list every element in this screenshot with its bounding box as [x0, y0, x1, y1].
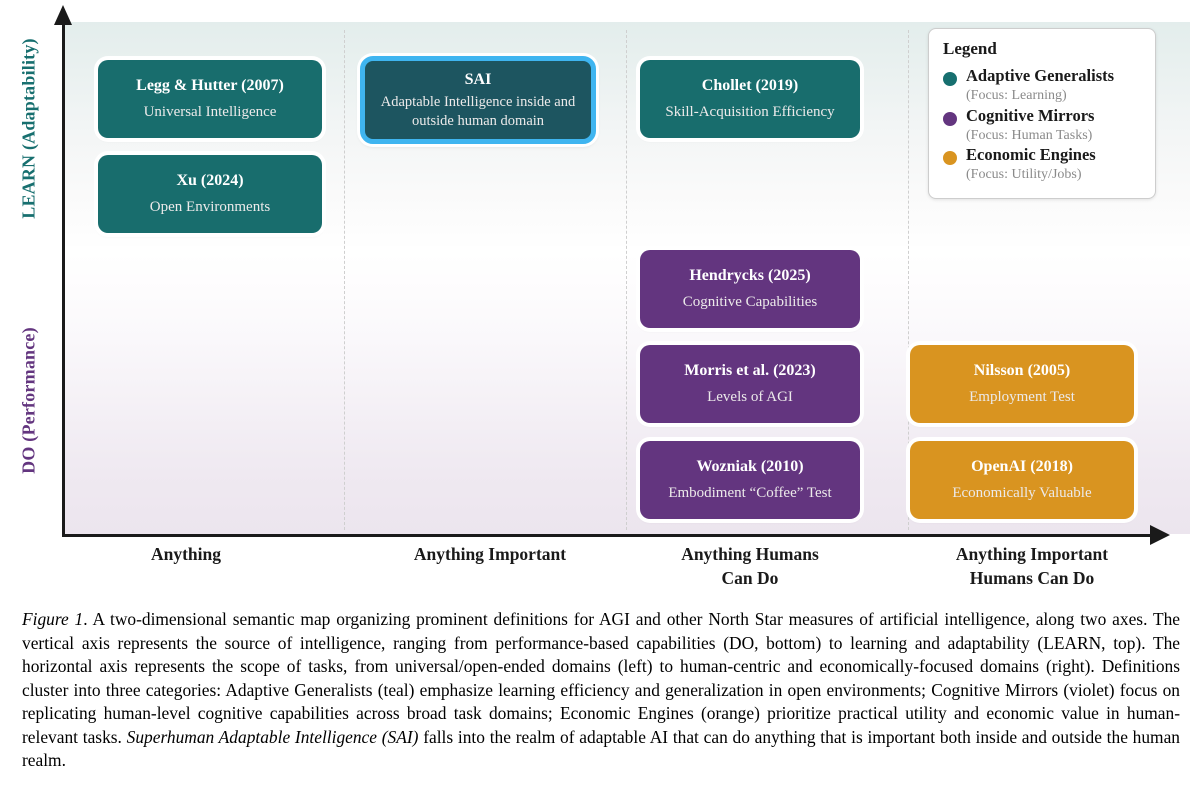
concept-box-legg-hutter-2007[interactable]: Legg & Hutter (2007) Universal Intellige… — [98, 60, 322, 138]
column-divider-2 — [626, 30, 627, 530]
y-axis-label-do: DO (Performance) — [18, 327, 39, 474]
legend-item-label: Adaptive Generalists — [966, 66, 1115, 85]
y-axis-label-learn: LEARN (Adaptability) — [18, 38, 39, 219]
x-tick-label-2: Anything Important — [413, 544, 567, 564]
legend-item-label: Economic Engines — [966, 145, 1096, 164]
box-subtitle: Skill-Acquisition Efficiency — [665, 104, 835, 121]
figure-caption: Figure 1. A two-dimensional semantic map… — [22, 608, 1180, 773]
box-subtitle: Embodiment “Coffee” Test — [668, 485, 832, 502]
legend-panel: Legend Adaptive Generalists (Focus: Lear… — [928, 28, 1156, 199]
box-title: Morris et al. (2023) — [684, 362, 816, 380]
concept-box-morris-2023[interactable]: Morris et al. (2023) Levels of AGI — [640, 345, 860, 423]
caption-body-1: . A two-dimensional semantic map organiz… — [22, 609, 1181, 747]
box-subtitle: Levels of AGI — [707, 389, 793, 406]
legend-swatch-violet-icon — [943, 111, 957, 126]
box-title: Legg & Hutter (2007) — [136, 77, 284, 95]
y-axis-line — [62, 22, 65, 537]
concept-box-nilsson-2005[interactable]: Nilsson (2005) Employment Test — [910, 345, 1134, 423]
caption-figure-number: Figure 1 — [22, 609, 84, 629]
column-divider-3 — [908, 30, 909, 530]
legend-item-focus: (Focus: Learning) — [966, 88, 1067, 103]
legend-item-label: Cognitive Mirrors — [966, 105, 1095, 125]
concept-box-xu-2024[interactable]: Xu (2024) Open Environments — [98, 155, 322, 233]
legend-title: Legend — [943, 39, 997, 58]
legend-item-adaptive-generalists: Adaptive Generalists (Focus: Learning) — [943, 66, 1141, 105]
box-title: SAI — [464, 71, 492, 89]
box-title: Hendrycks (2025) — [689, 267, 811, 285]
concept-box-sai[interactable]: SAI Adaptable Intelligence inside and ou… — [360, 56, 596, 144]
legend-item-focus: (Focus: Human Tasks) — [966, 127, 1093, 143]
box-subtitle: Adaptable Intelligence inside and outsid… — [380, 94, 576, 129]
box-subtitle: Employment Test — [969, 389, 1075, 406]
box-title: Wozniak (2010) — [696, 458, 804, 476]
concept-box-openai-2018[interactable]: OpenAI (2018) Economically Valuable — [910, 441, 1134, 519]
box-subtitle: Cognitive Capabilities — [682, 294, 818, 311]
box-subtitle: Open Environments — [149, 199, 271, 216]
concept-box-wozniak-2010[interactable]: Wozniak (2010) Embodiment “Coffee” Test — [640, 441, 860, 519]
legend-item-cognitive-mirrors: Cognitive Mirrors (Focus: Human Tasks) — [943, 105, 1141, 145]
concept-box-chollet-2019[interactable]: Chollet (2019) Skill-Acquisition Efficie… — [640, 60, 860, 138]
x-axis-line — [62, 534, 1152, 537]
box-subtitle: Universal Intelligence — [143, 104, 277, 121]
box-title: Chollet (2019) — [701, 77, 799, 95]
legend-item-focus: (Focus: Utility/Jobs) — [966, 167, 1082, 182]
column-divider-1 — [344, 30, 345, 530]
box-title: OpenAI (2018) — [971, 458, 1073, 476]
y-axis-arrow-icon — [54, 5, 72, 25]
box-title: Xu (2024) — [176, 172, 244, 190]
box-subtitle: Economically Valuable — [952, 485, 1092, 502]
concept-box-hendrycks-2025[interactable]: Hendrycks (2025) Cognitive Capabilities — [640, 250, 860, 328]
box-title: Nilsson (2005) — [973, 362, 1071, 380]
legend-item-economic-engines: Economic Engines (Focus: Utility/Jobs) — [943, 145, 1141, 184]
figure-semantic-map: LEARN (Adaptability) DO (Performance) An… — [18, 5, 1190, 588]
x-tick-label-1: Anything — [150, 544, 222, 564]
legend-swatch-orange-icon — [943, 151, 957, 165]
x-axis-arrow-icon — [1150, 525, 1170, 545]
caption-sai-term: Superhuman Adaptable Intelligence (SAI) — [126, 726, 419, 747]
caption-body-2: falls into the realm of adaptable AI tha… — [22, 726, 1180, 771]
legend-swatch-teal-icon — [943, 72, 957, 86]
